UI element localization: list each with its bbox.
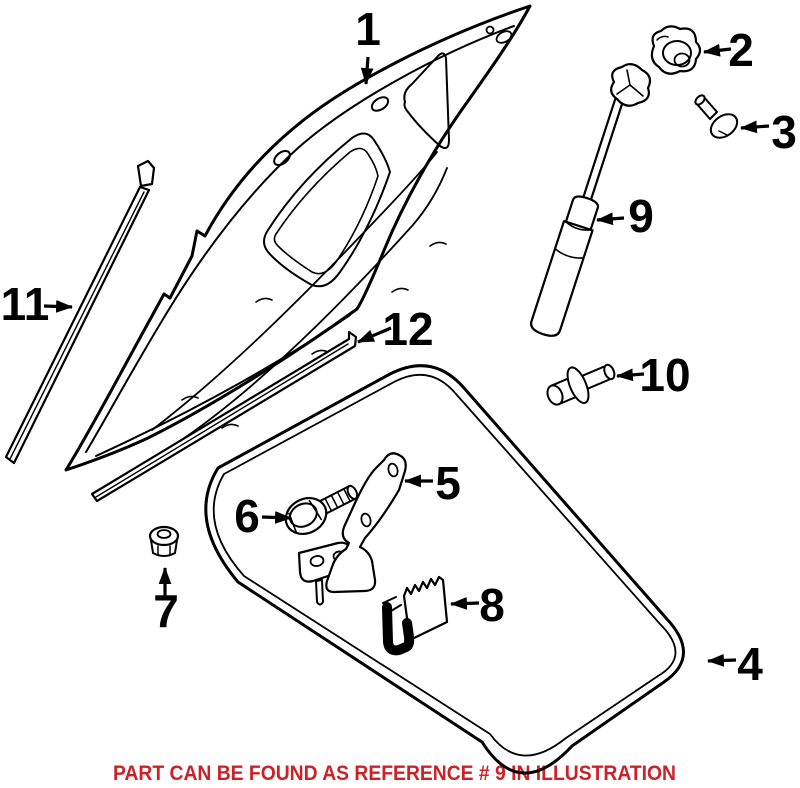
gas-lift-support-drawing xyxy=(530,63,652,337)
callout-2-label: 2 xyxy=(728,24,754,76)
bump-stop-drawing xyxy=(650,25,702,75)
callout-6-label: 6 xyxy=(234,490,260,542)
footer-note-text: PART CAN BE FOUND AS REFERENCE # 9 IN IL… xyxy=(113,762,676,785)
side-seal-strip-drawing xyxy=(4,159,156,465)
callout-arrows xyxy=(43,43,770,667)
callout-8-label: 8 xyxy=(479,579,505,631)
hood-panel-drawing xyxy=(64,4,532,472)
callout-12-arrow xyxy=(357,326,392,344)
release-lever-bracket-drawing xyxy=(297,452,407,606)
callout-3-arrow xyxy=(739,120,770,134)
callout-3-label: 3 xyxy=(771,106,797,158)
callout-6-arrow xyxy=(261,511,293,524)
callout-1-arrow xyxy=(360,56,374,86)
callout-4-label: 4 xyxy=(737,638,763,690)
callout-9-label: 9 xyxy=(628,190,654,242)
callout-11-arrow xyxy=(43,300,74,313)
push-pin-rivet-drawing xyxy=(694,94,739,139)
callout-5-label: 5 xyxy=(435,457,461,509)
callout-labels: 1 2 3 4 5 6 7 8 9 10 11 12 xyxy=(1,3,797,690)
callout-7-label: 7 xyxy=(153,585,179,637)
callout-4-arrow xyxy=(706,654,737,667)
hook-bracket-drawing xyxy=(382,575,449,656)
hood-perimeter-seal-drawing xyxy=(204,364,685,775)
callout-8-arrow xyxy=(449,597,480,610)
callout-1-label: 1 xyxy=(355,3,381,55)
front-seal-strip-drawing xyxy=(90,330,358,503)
callout-12-label: 12 xyxy=(382,303,433,355)
callout-10-label: 10 xyxy=(639,349,690,401)
expansion-rivet-drawing xyxy=(546,363,616,406)
grommet-drawing xyxy=(148,525,180,557)
callout-9-arrow xyxy=(595,212,625,226)
callout-11-label: 11 xyxy=(1,278,50,330)
callout-10-arrow xyxy=(615,368,645,382)
callout-2-arrow xyxy=(702,43,732,57)
